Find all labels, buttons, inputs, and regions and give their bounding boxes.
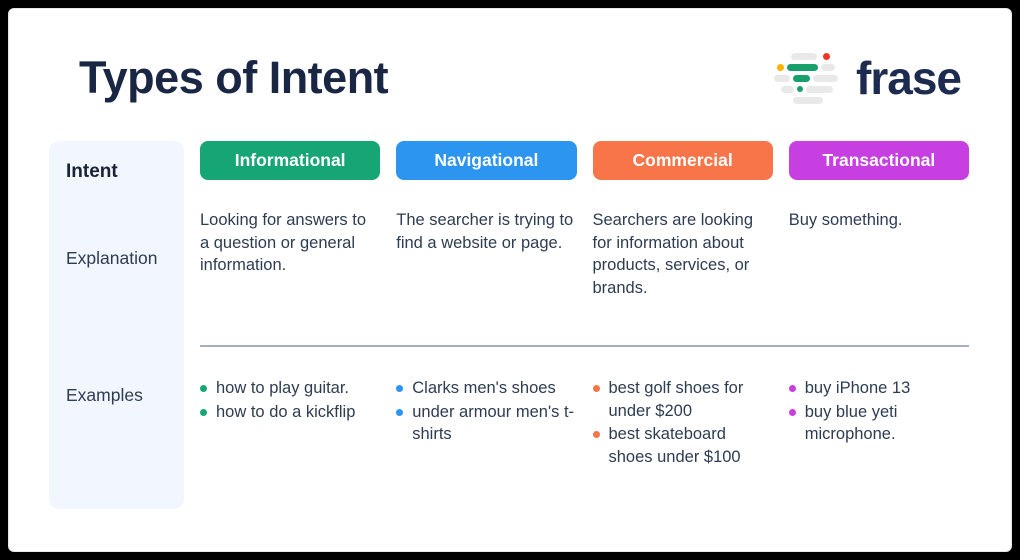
list-item: how to play guitar. xyxy=(200,377,380,400)
header: Types of Intent frase xyxy=(49,45,969,111)
intent-table: Intent Explanation Examples Informationa… xyxy=(49,141,969,509)
bullet-icon xyxy=(396,385,404,392)
row-label-panel: Intent Explanation Examples xyxy=(49,141,184,509)
list-item: under armour men's t-shirts xyxy=(396,401,576,446)
frase-logo-icon xyxy=(774,52,842,104)
page-title: Types of Intent xyxy=(79,52,389,103)
infographic-card: Types of Intent frase Intent Explanation… xyxy=(8,8,1012,552)
bullet-icon xyxy=(200,408,207,416)
row-label-examples: Examples xyxy=(66,385,143,405)
list-item: buy iPhone 13 xyxy=(788,377,969,400)
list-item: Clarks men's shoes xyxy=(396,377,576,400)
frase-logo: frase xyxy=(774,51,962,105)
examples-navigational: Clarks men's shoes under armour men's t-… xyxy=(396,347,576,509)
badge-informational: Informational xyxy=(200,141,381,180)
row-divider xyxy=(200,345,969,347)
bullet-icon xyxy=(592,385,600,392)
explanation-commercial: Searchers are looking for information ab… xyxy=(592,211,754,297)
list-item: buy blue yeti microphone. xyxy=(788,401,969,446)
explanation-informational: Looking for answers to a question or gen… xyxy=(200,211,367,274)
badge-navigational: Navigational xyxy=(396,141,577,180)
explanation-transactional: Buy something. xyxy=(788,211,903,229)
row-label-intent: Intent xyxy=(66,161,118,182)
row-label-explanation: Explanation xyxy=(66,248,158,268)
list-item: best skateboard shoes under $100 xyxy=(592,423,773,468)
examples-commercial: best golf shoes for under $200 best skat… xyxy=(592,347,773,509)
badge-commercial: Commercial xyxy=(592,141,773,180)
bullet-icon xyxy=(788,385,796,392)
bullet-icon xyxy=(396,408,404,416)
bullet-icon xyxy=(200,385,207,392)
list-item: how to do a kickflip xyxy=(200,401,380,424)
bullet-icon xyxy=(788,408,796,416)
examples-informational: how to play guitar. how to do a kickflip xyxy=(200,347,380,509)
list-item: best golf shoes for under $200 xyxy=(592,377,773,422)
explanation-navigational: The searcher is trying to find a website… xyxy=(396,211,574,252)
examples-transactional: buy iPhone 13 buy blue yeti microphone. xyxy=(788,347,969,509)
badge-transactional: Transactional xyxy=(788,141,969,180)
frase-wordmark: frase xyxy=(856,52,962,104)
bullet-icon xyxy=(592,431,600,438)
